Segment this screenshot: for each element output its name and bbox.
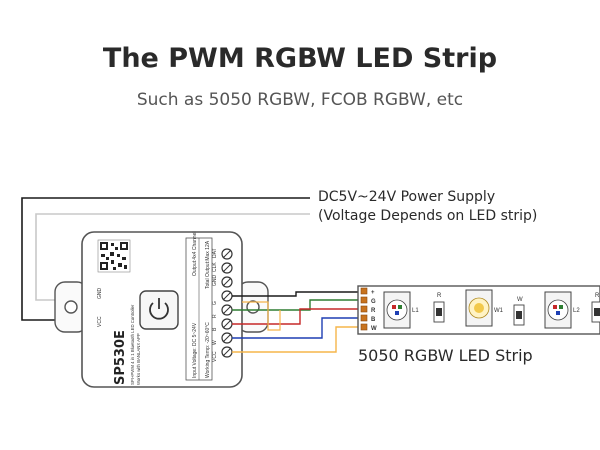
led-label-l2: L2 xyxy=(573,308,580,314)
wire-w xyxy=(232,326,366,353)
strip-name-label: 5050 RGBW LED Strip xyxy=(358,346,533,365)
resistor-label-r2: R xyxy=(595,293,600,299)
wire-r xyxy=(232,308,366,325)
term-label-clk: CLK xyxy=(212,262,218,272)
wire-w-loop xyxy=(242,301,281,331)
term-label-dat: DAT xyxy=(212,248,218,258)
pad-label-r: R xyxy=(371,308,376,314)
page-title: The PWM RGBW LED Strip xyxy=(102,43,498,74)
power-supply-note: (Voltage Depends on LED strip) xyxy=(318,208,538,224)
solder-pads xyxy=(360,287,368,331)
resistor-label-r: R xyxy=(437,293,442,299)
rgb-led-chip xyxy=(383,291,411,329)
pad-label-g: G xyxy=(371,299,376,305)
controller-screw-hole-left xyxy=(64,300,78,314)
side-label-gnd: GND xyxy=(97,288,103,300)
term-label-g: G xyxy=(212,301,218,305)
resistor-label-w: W xyxy=(517,297,523,303)
power-wire-gray xyxy=(35,213,310,301)
resistor xyxy=(513,304,525,326)
controller: SP530E SPI+PWM 4 in 1 Bluetooth LED Cont… xyxy=(54,231,269,388)
spec-input-voltage: Input Voltage: DC 5~24V xyxy=(192,322,198,378)
led-label-l1: L1 xyxy=(412,308,419,314)
term-label-r: R xyxy=(212,314,218,318)
pad-label-plus: + xyxy=(371,290,375,296)
side-label-vcc-bottom: VCC xyxy=(212,351,218,362)
term-label-w: W xyxy=(212,340,218,345)
led-strip: + G R B W L1 R W1 W xyxy=(357,285,600,335)
wire-vcc xyxy=(232,291,366,297)
qr-code xyxy=(97,239,131,273)
power-button[interactable] xyxy=(139,290,179,330)
resistor xyxy=(433,301,445,323)
controller-app-note: Works with BANLANX APP xyxy=(136,333,141,385)
power-wire-black xyxy=(21,197,310,321)
wire-g xyxy=(232,299,366,311)
controller-screw-hole-right xyxy=(246,300,260,314)
page-subtitle: Such as 5050 RGBW, FCOB RGBW, etc xyxy=(136,90,464,110)
rgb-led-chip xyxy=(544,291,572,329)
controller-description: SPI+PWM 4 in 1 Bluetooth LED Controller xyxy=(130,304,135,385)
white-led-chip xyxy=(465,289,493,327)
resistor xyxy=(591,301,600,323)
pad-label-w: W xyxy=(371,326,377,332)
spec-working-temp: Working Temp: -20~60°C xyxy=(205,322,211,378)
spec-output-max: Total Output:Max 12A xyxy=(205,240,211,289)
led-label-w1: W1 xyxy=(494,308,504,314)
pad-label-b: B xyxy=(371,317,376,323)
side-label-vcc: VCC xyxy=(97,316,103,327)
term-label-gnd: GND xyxy=(212,275,218,287)
term-label-b: B xyxy=(212,327,218,331)
power-supply-label: DC5V~24V Power Supply xyxy=(318,189,496,205)
wire-b xyxy=(232,317,366,339)
spec-output: Output:4x4 Channel xyxy=(192,232,198,276)
power-icon xyxy=(149,298,169,320)
controller-model: SP530E xyxy=(113,330,128,385)
